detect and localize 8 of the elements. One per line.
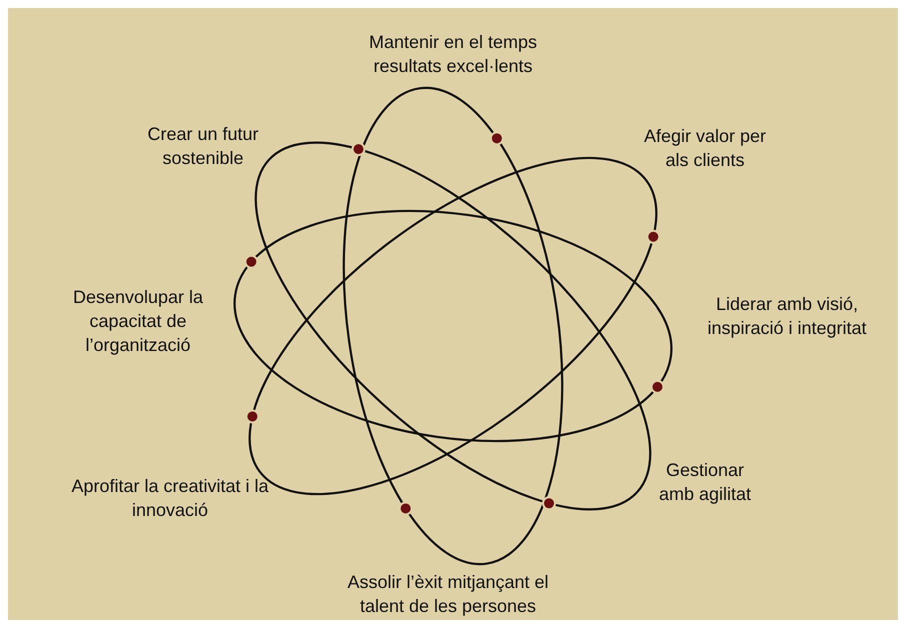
concept-label: Desenvolupar la capacitat de l’organització — [72, 286, 204, 357]
concept-label: Crear un futur sostenible — [146, 123, 260, 170]
concept-label: Assolir l’èxit mitjançant el talent de les persones — [346, 571, 550, 618]
concept-label: Aprofitar la creativitat i la innovació — [70, 475, 270, 522]
concept-label: Liderar amb visió, inspiració i integritat — [706, 293, 868, 340]
concept-label: Afegir valor per als clients — [642, 125, 768, 172]
concept-label: Mantenir en el temps resultats excel·lents — [368, 31, 538, 78]
concept-label: Gestionar amb agilitat — [658, 459, 752, 506]
